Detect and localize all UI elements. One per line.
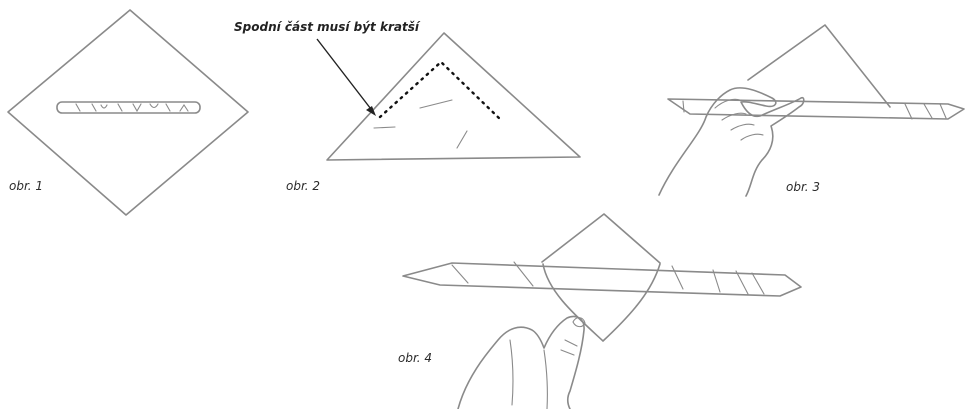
hand-holding-roll (658, 87, 805, 197)
fabric-crease (373, 99, 468, 149)
dotted-fold-guide (378, 60, 503, 122)
rolled-napkin-tube (667, 98, 965, 120)
hand-pressing-flap (457, 315, 585, 409)
finger-lines (509, 339, 548, 409)
callout-arrow (316, 38, 375, 114)
rolled-napkin-tube (402, 262, 802, 297)
napkin-triangle (747, 24, 891, 108)
stick-pattern (75, 103, 189, 113)
roll-wrap-lines (451, 261, 765, 295)
step-2-label: obr. 2 (286, 179, 320, 193)
step-3-illustration (658, 24, 965, 197)
napkin-triangle (326, 32, 581, 161)
finger-lines (714, 98, 764, 141)
step-3-label: obr. 3 (786, 180, 820, 194)
fingernail (560, 317, 586, 356)
step-4-illustration (402, 213, 802, 409)
step-2-illustration (316, 32, 581, 161)
callout-arrowhead (366, 106, 376, 116)
step-4-label: obr. 4 (398, 351, 432, 365)
roll-wrap-lines (682, 100, 947, 120)
step-1-illustration (7, 9, 249, 216)
straw-or-stick (56, 101, 201, 114)
step-1-label: obr. 1 (9, 179, 43, 193)
napkin-top-triangle (541, 213, 661, 264)
napkin-bottom-flap (542, 263, 661, 342)
instruction-note: Spodní část musí být kratší (234, 20, 421, 34)
napkin-diamond (7, 9, 249, 216)
